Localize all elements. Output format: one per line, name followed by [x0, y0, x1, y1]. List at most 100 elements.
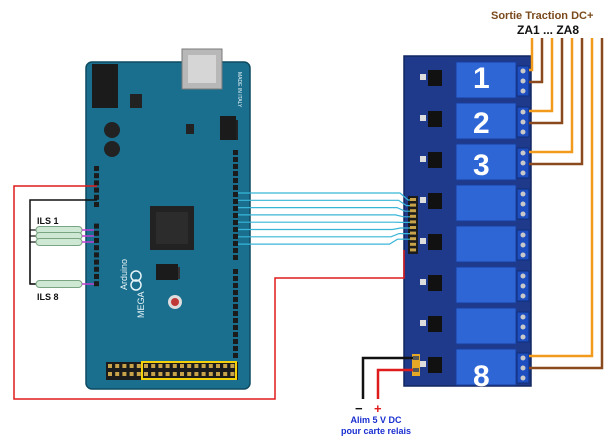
header-pin: [194, 364, 198, 368]
header-pin: [233, 304, 238, 309]
bottom-digital-header: [106, 362, 238, 380]
header-pin: [233, 297, 238, 302]
header-pin: [122, 364, 126, 368]
header-pin: [144, 372, 148, 376]
header-pin: [233, 332, 238, 337]
ils-first-label: ILS 1: [37, 216, 59, 226]
signal-wires: [238, 193, 410, 244]
header-pin: [233, 353, 238, 358]
header-pin: [410, 204, 416, 207]
header-pin: [233, 150, 238, 155]
header-pin: [233, 192, 238, 197]
ils-reed-switch: [30, 281, 94, 288]
header-pin: [233, 178, 238, 183]
header-pin: [94, 267, 99, 272]
psu-label-line1: Alim 5 V DC: [350, 415, 402, 425]
header-pin: [233, 241, 238, 246]
header-pin: [410, 215, 416, 218]
header-pin: [180, 372, 184, 376]
header-pin: [151, 372, 155, 376]
relay-power-connector: [412, 354, 420, 376]
header-pin: [410, 220, 416, 223]
header-pin: [216, 364, 220, 368]
header-pin: [94, 260, 99, 265]
header-pin: [410, 209, 416, 212]
header-pin: [173, 372, 177, 376]
header-pin: [209, 372, 213, 376]
relay-input-header: [408, 196, 418, 254]
capacitor: [104, 141, 120, 157]
header-pin: [137, 364, 141, 368]
header-pin: [94, 245, 99, 250]
header-pin: [94, 202, 99, 207]
output-wire: [529, 38, 572, 152]
header-pin: [94, 238, 99, 243]
header-pin: [180, 364, 184, 368]
header-pin: [115, 364, 119, 368]
header-pin: [94, 252, 99, 257]
header-pin: [187, 372, 191, 376]
header-pin: [233, 220, 238, 225]
header-pin: [216, 372, 220, 376]
header-pin: [158, 372, 162, 376]
relay-number-8: 8: [473, 360, 490, 393]
header-pin: [194, 372, 198, 376]
signal-wire: [238, 208, 410, 212]
header-pin: [223, 372, 227, 376]
header-pin: [94, 224, 99, 229]
plus-sign: +: [374, 401, 382, 416]
relay-number-3: 3: [473, 149, 490, 182]
header-pin: [166, 364, 170, 368]
header-pin: [410, 198, 416, 201]
header-pin: [233, 171, 238, 176]
power-jack: [92, 64, 118, 108]
signal-wire: [238, 239, 410, 244]
header-pin: [233, 339, 238, 344]
output-title: Sortie Traction DC+: [491, 10, 593, 22]
header-pin: [158, 364, 162, 368]
header-pin: [122, 372, 126, 376]
header-pin: [233, 283, 238, 288]
header-pin: [233, 206, 238, 211]
output-wires: [529, 38, 602, 368]
header-pin: [233, 164, 238, 169]
header-pin: [233, 248, 238, 253]
signal-wire: [238, 234, 410, 237]
header-pin: [410, 232, 416, 235]
header-pin: [137, 372, 141, 376]
header-pin: [230, 372, 234, 376]
header-pin: [144, 364, 148, 368]
header-pin: [233, 311, 238, 316]
header-pin: [410, 248, 416, 251]
header-pin: [173, 364, 177, 368]
header-pin: [223, 364, 227, 368]
header-pin: [233, 157, 238, 162]
header-pin: [187, 364, 191, 368]
signal-wire: [238, 193, 410, 200]
header-pin: [115, 372, 119, 376]
header-pin: [410, 237, 416, 240]
header-pin: [94, 188, 99, 193]
ils-reed-switch: [30, 239, 94, 246]
header-pin: [94, 195, 99, 200]
header-pin: [130, 364, 134, 368]
capacitor: [104, 122, 120, 138]
icsp-header: [156, 264, 178, 280]
header-pin: [202, 364, 206, 368]
arduino-model: MEGA: [136, 291, 146, 318]
header-pin: [233, 269, 238, 274]
header-pin: [151, 364, 155, 368]
signal-wire: [238, 228, 410, 230]
header-pin: [233, 290, 238, 295]
za-range-label: ZA1 ... ZA8: [517, 23, 579, 37]
header-pin: [94, 166, 99, 171]
arduino-mega-board: Arduino MEGA MADE IN ITALY: [86, 49, 250, 389]
header-pin: [233, 276, 238, 281]
header-pin: [94, 173, 99, 178]
header-pin: [233, 199, 238, 204]
header-pin: [209, 364, 213, 368]
minus-sign: −: [355, 401, 363, 416]
output-wire: [529, 38, 582, 164]
header-pin: [108, 364, 112, 368]
